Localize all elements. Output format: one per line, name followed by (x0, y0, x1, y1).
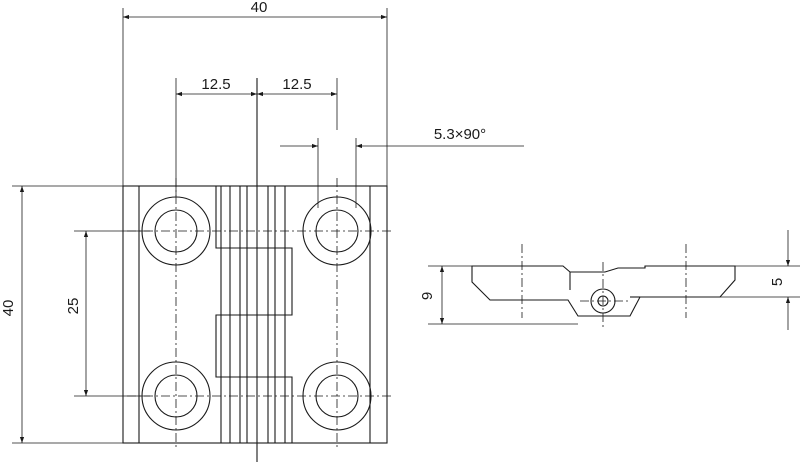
dim-hole-spacing: 25 (65, 230, 150, 397)
dim-hole-spacing-label: 25 (65, 298, 82, 315)
dim-side-thickness: 5 (720, 230, 800, 330)
dim-side-height-label: 9 (419, 292, 436, 300)
dim-hole-offsets: 12.5 12.5 (175, 76, 338, 196)
dim-top-width-label: 40 (251, 0, 268, 16)
hinge-outline (122, 185, 388, 444)
dim-top-width: 40 (122, 0, 388, 186)
dim-side-thickness-label: 5 (769, 278, 786, 286)
dim-spacing-right-label: 12.5 (282, 76, 311, 93)
dim-left-height: 40 (0, 185, 123, 444)
left-leaf-profile (215, 186, 293, 443)
side-view (471, 244, 736, 330)
hole-centerlines (127, 178, 392, 450)
dim-side-height: 9 (419, 265, 578, 325)
side-profile (471, 265, 736, 317)
front-view (122, 78, 392, 462)
dim-left-height-label: 40 (0, 300, 17, 317)
dim-spacing-left-label: 12.5 (201, 76, 230, 93)
dim-countersink: 5.3×90° (280, 126, 524, 208)
dim-countersink-label: 5.3×90° (434, 126, 486, 143)
knuckle-lines (220, 186, 286, 443)
